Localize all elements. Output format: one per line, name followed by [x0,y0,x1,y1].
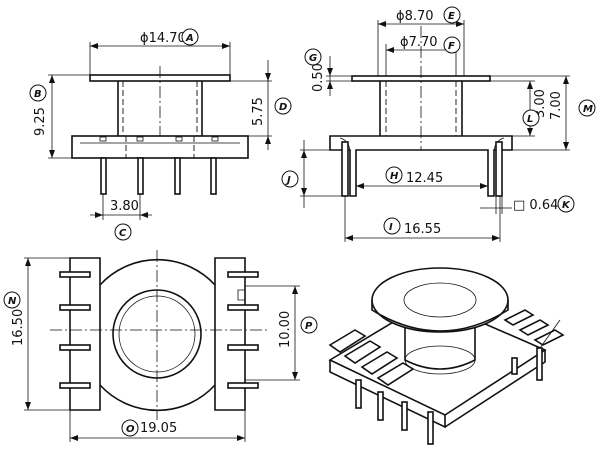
top-view: 16.50 N 10.00 P O 19.05 [3,250,318,442]
front-view: ϕ14.70 A 9.25 B 5.75 D 3.80 C [29,28,292,241]
dim-d-label: D [279,102,287,113]
dim-n-label: N [8,296,17,307]
side-view: ϕ8.70 E ϕ7.70 F 0.50 G 3.00 L [281,6,596,242]
dim-h-value: 12.45 [406,171,443,186]
dim-c-value: 3.80 [110,199,139,214]
dim-l-value: 3.00 [533,89,548,118]
dim-i-value: 16.55 [404,222,441,237]
dim-l-label: L [527,114,533,125]
dim-m-value: 7.00 [549,91,564,120]
dim-o-label: O [126,424,135,435]
dim-g-value: 0.50 [311,63,326,92]
isometric-view [328,267,565,445]
dim-m-label: M [583,104,593,115]
dim-f-value: ϕ7.70 [400,35,438,50]
dim-k-label: K [562,200,571,211]
dim-i-label: I [389,222,393,233]
dim-f-label: F [448,41,455,52]
dim-k-value: □ 0.64 [513,198,558,213]
dim-d-value: 5.75 [251,97,266,126]
dim-j-label: J [285,175,291,186]
dim-p-label: P [305,321,313,332]
dim-b-label: B [34,89,42,100]
dim-b-value: 9.25 [33,107,48,136]
dim-n-value: 16.50 [11,309,26,346]
dim-p-value: 10.00 [278,311,293,348]
dim-e-value: ϕ8.70 [396,9,434,24]
dim-h-label: H [390,171,399,182]
dim-a-label: A [185,33,194,44]
dim-c-label: C [119,228,127,239]
dim-e-label: E [448,11,455,22]
dim-g-label: G [309,53,317,64]
dim-a-value: ϕ14.70 [140,31,186,46]
dim-o-value: 19.05 [140,421,177,436]
